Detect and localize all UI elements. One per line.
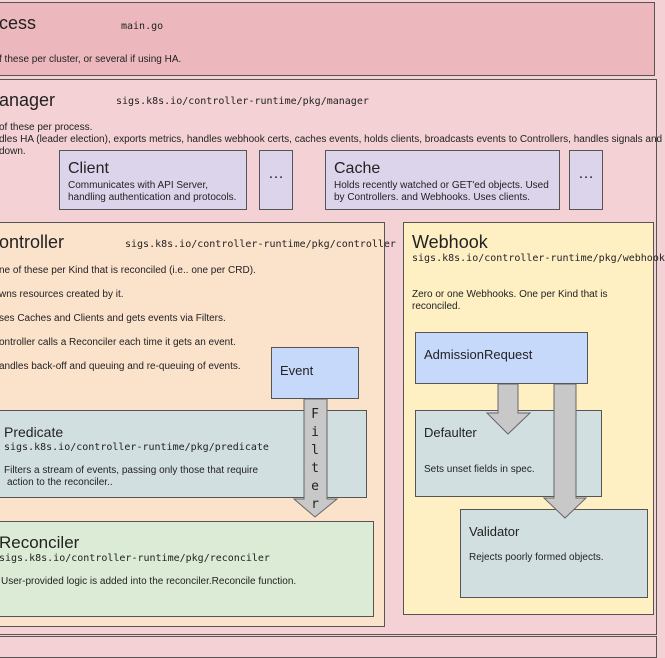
cache-desc-line1: Holds recently watched or GET'ed objects… (334, 180, 549, 191)
predicate-title: Predicate (4, 424, 64, 440)
controller-line2: wns resources created by it. (0, 289, 124, 300)
filter-letter: F (311, 407, 319, 422)
filter-letter: r (311, 497, 319, 512)
event-box: Event (271, 347, 359, 399)
process-title: cess (0, 13, 37, 33)
cache-desc-line2: by Controllers. and Webhooks. Uses clien… (334, 192, 531, 203)
controller-line3: ses Caches and Clients and gets events v… (0, 313, 226, 324)
filter-letter: l (311, 443, 319, 458)
cache-box: Cache Holds recently watched or GET'ed o… (325, 150, 560, 210)
admission-request-title: AdmissionRequest (424, 347, 533, 362)
manager-desc-line3: down. (0, 146, 26, 157)
validator-box: Validator Rejects poorly formed objects. (460, 509, 648, 598)
webhook-desc-line2: reconciled. (412, 301, 461, 312)
validator-title: Validator (469, 524, 520, 539)
defaulter-desc: Sets unset fields in spec. (424, 464, 535, 475)
reconciler-box: Reconciler sigs.k8s.io/controller-runtim… (0, 521, 374, 617)
manager-desc-line2: dles HA (leader election), exports metri… (0, 134, 663, 145)
reconciler-title: Reconciler (0, 533, 80, 552)
client-ellipsis: … (268, 165, 284, 182)
predicate-desc-line1: Filters a stream of events, passing only… (4, 465, 259, 476)
filter-letter: t (311, 461, 319, 476)
controller-title: ontroller (0, 232, 65, 252)
webhook-desc-line1: Zero or one Webhooks. One per Kind that … (412, 289, 608, 300)
process-desc: f these per cluster, or several if using… (0, 54, 182, 65)
client-desc-line1: Communicates with API Server, (68, 180, 209, 191)
manager-package: sigs.k8s.io/controller-runtime/pkg/manag… (116, 96, 369, 107)
admission-to-defaulter-arrow (485, 383, 532, 435)
cache-title: Cache (334, 160, 381, 177)
reconciler-package: sigs.k8s.io/controller-runtime/pkg/recon… (0, 553, 270, 564)
client-more-box: … (259, 150, 293, 210)
manager-desc-line1: of these per process. (0, 122, 93, 133)
manager-title: anager (0, 90, 56, 110)
client-box: Client Communicates with API Server, han… (59, 150, 247, 210)
process-file: main.go (121, 21, 164, 32)
controller-line4: ontroller calls a Reconciler each time i… (0, 337, 236, 348)
filter-letter: i (311, 425, 319, 440)
admission-to-validator-arrow (542, 383, 588, 519)
controller-line1: ne of these per Kind that is reconciled … (0, 265, 256, 276)
reconciler-desc: User-provided logic is added into the re… (1, 576, 297, 587)
predicate-desc-line2: action to the reconciler.. (7, 477, 113, 488)
webhook-package: sigs.k8s.io/controller-runtime/pkg/webho… (412, 253, 665, 264)
filter-label: F i l t e r (308, 406, 322, 514)
cache-more-box: … (569, 150, 603, 210)
event-title: Event (280, 363, 314, 378)
controller-package: sigs.k8s.io/controller-runtime/pkg/contr… (125, 239, 396, 250)
client-title: Client (68, 160, 109, 177)
predicate-package: sigs.k8s.io/controller-runtime/pkg/predi… (4, 442, 269, 453)
process-box: cess main.go f these per cluster, or sev… (0, 2, 655, 76)
webhook-title: Webhook (412, 232, 488, 252)
filter-arrow (292, 398, 339, 518)
controller-line5: andles back-off and queuing and re-queui… (0, 361, 241, 372)
admission-request-box: AdmissionRequest (415, 332, 588, 384)
filter-letter: e (311, 479, 319, 494)
client-desc-line2: handling authentication and protocols. (68, 192, 237, 203)
validator-desc: Rejects poorly formed objects. (469, 552, 604, 563)
defaulter-title: Defaulter (424, 425, 477, 440)
cache-ellipsis: … (578, 165, 594, 182)
